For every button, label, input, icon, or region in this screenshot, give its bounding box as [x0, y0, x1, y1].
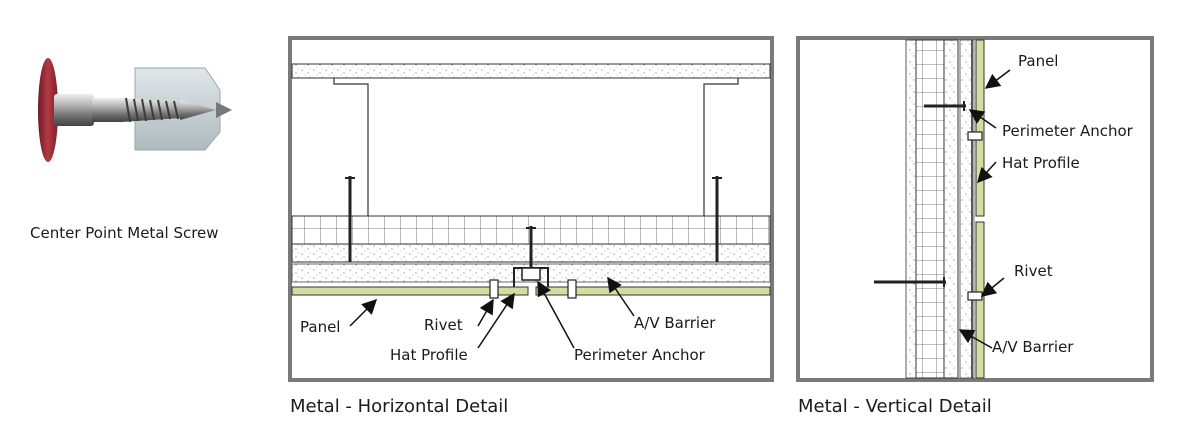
rivet-leader	[477, 298, 494, 327]
hat-profile-leader	[477, 292, 515, 349]
right-panel	[535, 286, 771, 296]
label-panel: Panel	[300, 318, 340, 336]
drywall-column	[943, 39, 959, 379]
horizontal-detail-drawing: Panel Rivet Hat Profile Perimeter Anchor…	[288, 36, 774, 382]
screw-caption: Center Point Metal Screw	[30, 224, 219, 242]
upper-screw	[924, 101, 966, 111]
horizontal-detail-frame	[288, 36, 774, 382]
v-av-barrier-leader	[958, 329, 993, 349]
right-stud	[703, 78, 739, 216]
left-panel	[291, 286, 529, 296]
left-screw	[345, 176, 355, 262]
screw-shaft	[54, 94, 232, 126]
upper-panel	[975, 39, 985, 217]
v-label-panel: Panel	[1018, 52, 1058, 70]
v-label-hat-profile: Hat Profile	[1002, 154, 1080, 172]
left-stud	[333, 78, 369, 216]
v-perimeter-anchor-leader	[968, 109, 997, 129]
upper-rivet	[967, 131, 983, 141]
vertical-detail-frame	[796, 36, 1154, 382]
v-label-av-barrier: A/V Barrier	[992, 338, 1074, 356]
perimeter-anchor-leader	[537, 280, 575, 349]
label-rivet: Rivet	[424, 316, 463, 334]
top-drywall-layer	[291, 63, 771, 79]
perimeter-anchor-block	[521, 267, 541, 281]
vertical-detail-drawing: Panel Perimeter Anchor Hat Profile Rivet…	[796, 36, 1154, 382]
av-barrier-leader	[607, 276, 635, 317]
lower-rivet	[967, 291, 983, 301]
screw-cap	[38, 58, 58, 162]
panel-leader	[349, 298, 378, 327]
center-point-metal-screw-illustration	[38, 58, 232, 162]
v-hat-profile-leader	[976, 161, 997, 184]
label-av-barrier: A/V Barrier	[634, 314, 716, 332]
grid-insulation-column	[915, 39, 945, 379]
rivet-right	[567, 279, 577, 299]
v-label-rivet: Rivet	[1014, 262, 1053, 280]
lower-screw	[874, 277, 946, 287]
label-hat-profile: Hat Profile	[390, 346, 468, 364]
left-drywall-strip	[905, 39, 917, 379]
v-panel-leader	[984, 69, 1011, 89]
rivet-left	[489, 279, 499, 299]
horizontal-detail-caption: Metal - Horizontal Detail	[290, 396, 509, 417]
v-rivet-leader	[980, 277, 1005, 297]
label-perimeter-anchor: Perimeter Anchor	[574, 346, 706, 364]
right-screw	[712, 176, 722, 262]
vertical-detail-caption: Metal - Vertical Detail	[798, 396, 992, 417]
v-label-perimeter-anchor: Perimeter Anchor	[1002, 122, 1134, 140]
center-screw	[526, 226, 536, 272]
